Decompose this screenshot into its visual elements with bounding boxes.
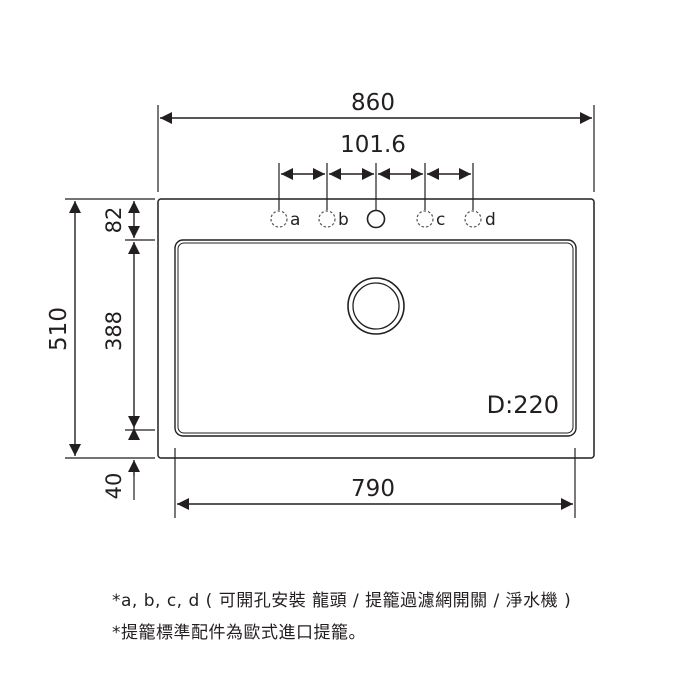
- hole-label-d: d: [485, 210, 496, 230]
- dimension-bowl-depth: 388: [102, 242, 155, 431]
- hole-b-icon: [318, 210, 336, 228]
- dimension-back-deck: 82: [102, 201, 155, 241]
- drain-inner-ring: [352, 282, 400, 330]
- sink-outer-outline: [157, 198, 595, 459]
- hole-label-b: b: [338, 210, 349, 230]
- note-hole-options: *a, b, c, d ( 可開孔安裝 龍頭 / 提籠過濾網開關 / 淨水機 ): [112, 591, 572, 611]
- sink-bowl-outline: [174, 239, 577, 437]
- label-bowl-width: 790: [351, 476, 395, 502]
- dimension-bowl-width: 790: [174, 448, 576, 518]
- hole-a-icon: [270, 210, 288, 228]
- hole-label-c: c: [436, 210, 445, 230]
- label-bowl-depth: 388: [102, 311, 126, 351]
- hole-label-a: a: [290, 210, 300, 230]
- dimension-hole-spacing: 101.6: [278, 132, 474, 210]
- sink-body: D:220: [157, 198, 595, 459]
- dimension-overall-depth: 510: [46, 198, 155, 459]
- label-bowl-depth-d: D:220: [487, 391, 559, 419]
- label-overall-width: 860: [351, 90, 395, 116]
- note-basket-standard: *提籠標準配件為歐式進口提籠。: [112, 623, 366, 643]
- hole-center-icon: [366, 209, 386, 229]
- dimension-front-lip: 40: [102, 428, 140, 500]
- hole-d-icon: [464, 210, 482, 228]
- hole-c-icon: [416, 210, 434, 228]
- dimension-overall-width: 860: [157, 90, 595, 192]
- drain-outer-ring: [347, 277, 405, 335]
- tap-holes: a b c d: [270, 209, 496, 230]
- label-overall-depth: 510: [46, 307, 72, 351]
- label-front-lip: 40: [102, 473, 126, 500]
- label-back-deck: 82: [102, 207, 126, 234]
- label-hole-spacing: 101.6: [340, 132, 406, 158]
